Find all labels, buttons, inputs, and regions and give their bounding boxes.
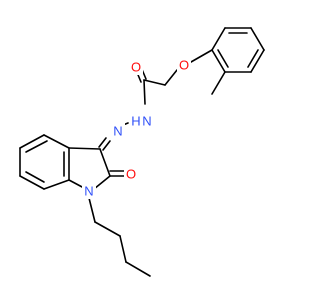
aromatic-double-bond xyxy=(25,140,48,153)
bond xyxy=(43,134,70,149)
bond xyxy=(99,148,111,177)
bond xyxy=(143,79,146,105)
atom-label-lactam-oxygen: O xyxy=(124,166,138,182)
bond xyxy=(43,179,70,190)
atom-label-hydrazide-nitrogen: N xyxy=(140,113,154,129)
bond xyxy=(143,79,166,86)
svg-text:N: N xyxy=(84,184,93,199)
bond xyxy=(250,27,265,51)
bond xyxy=(94,221,121,237)
atom-label-amide-oxygen: O xyxy=(129,59,143,75)
svg-text:N: N xyxy=(113,124,122,139)
bond xyxy=(93,175,111,190)
aromatic-double-bond xyxy=(217,49,229,68)
molecule-canvas: O O H N N O N xyxy=(19,27,265,277)
atom-label-hydrazide-hydrogen: H xyxy=(130,113,142,129)
aromatic-double-bond xyxy=(247,49,259,68)
ether-linker xyxy=(143,49,213,86)
bond xyxy=(19,175,45,190)
bond xyxy=(119,235,127,263)
tolyl-ring xyxy=(211,27,265,95)
atom-label-indole-nitrogen: N xyxy=(82,183,96,199)
bond xyxy=(211,49,226,73)
bond xyxy=(211,27,226,51)
methyl-bond xyxy=(211,71,226,95)
molecule-structure: O O H N N O N xyxy=(19,27,265,277)
svg-text:N: N xyxy=(142,114,151,129)
bond xyxy=(19,134,45,149)
bond xyxy=(190,49,213,63)
atom-label-ether-oxygen: O xyxy=(177,57,191,73)
svg-text:O: O xyxy=(126,167,136,182)
oxindole-core xyxy=(19,134,125,190)
bond xyxy=(164,69,178,86)
bond xyxy=(250,49,265,73)
imine-double-bond xyxy=(102,140,111,151)
bond xyxy=(125,261,151,277)
svg-text:H: H xyxy=(131,114,140,129)
aromatic-double-bond xyxy=(25,171,45,183)
bond xyxy=(88,197,96,223)
imine-double-bond xyxy=(98,137,107,148)
butyl-chain xyxy=(88,197,151,277)
bond xyxy=(68,147,101,150)
atom-label-imine-nitrogen: N xyxy=(111,123,125,139)
bond xyxy=(68,179,85,189)
svg-text:O: O xyxy=(131,60,141,75)
svg-text:O: O xyxy=(179,58,189,73)
